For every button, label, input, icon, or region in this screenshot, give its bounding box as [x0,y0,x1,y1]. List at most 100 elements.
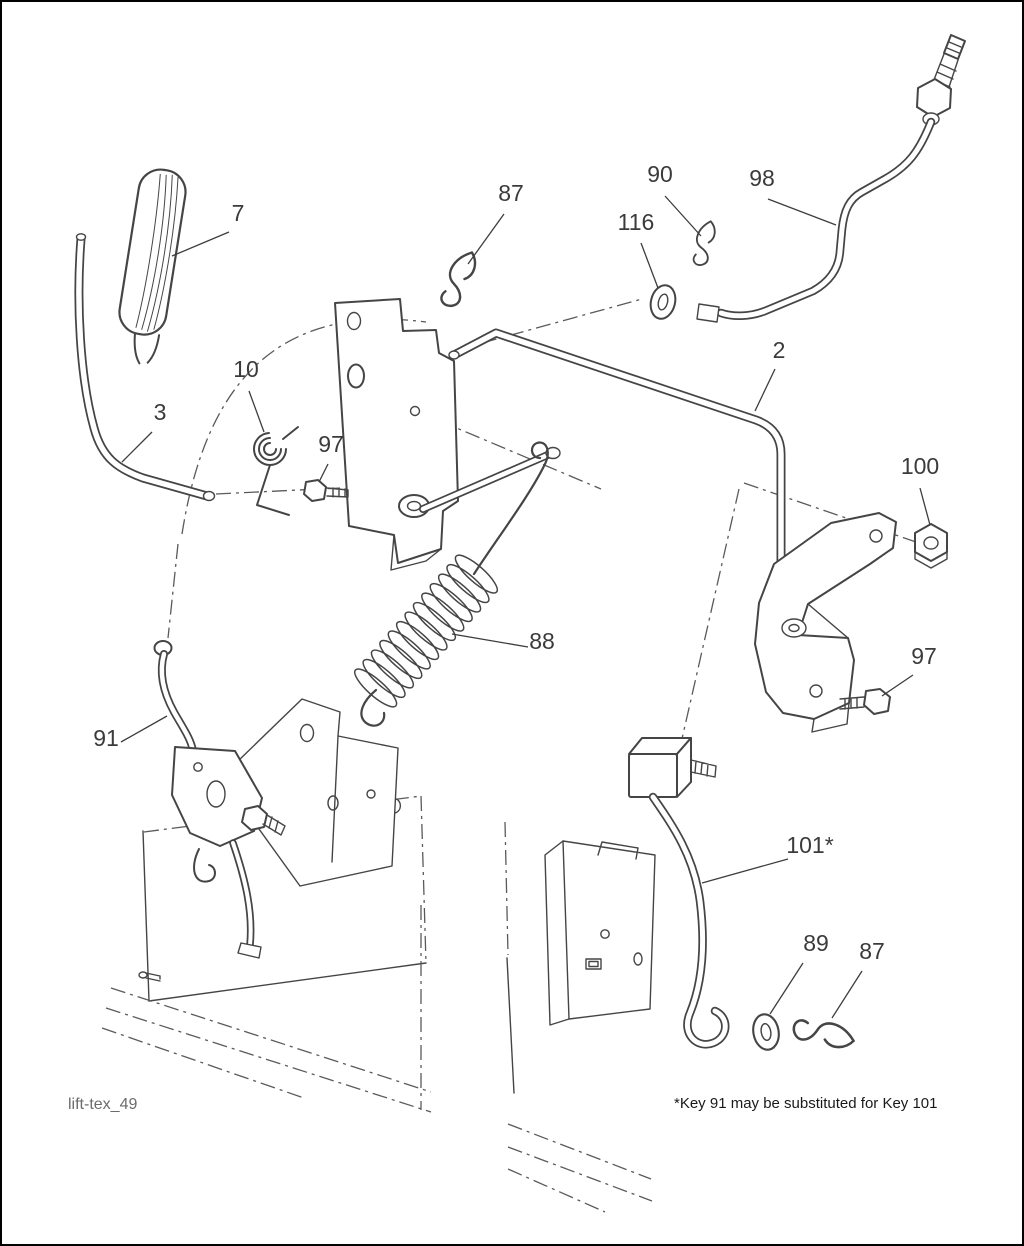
bolt97b-shank [839,696,865,710]
callout-97-right: 97 [911,643,937,669]
torsion-leg-short [282,426,299,440]
bolt-97-left [303,479,349,502]
lift-arm-tab [811,702,850,733]
callout-87-bottom: 87 [859,938,885,964]
leader-3 [121,431,153,463]
lever91-slot [206,780,226,808]
deck-edge-line-2 [105,1007,432,1113]
rod3-fill [76,236,210,499]
bracket-hole-1 [299,723,315,743]
lift-arm-fold [807,603,849,639]
spring-coil [387,630,431,670]
upper-bracket-hole-small [409,405,421,417]
lever91-bolt-shank [262,814,286,836]
deck-right-edge-2 [507,1146,653,1202]
lever91-rod-fill [159,651,196,754]
lift-arm-hole-top [869,529,883,543]
deck-right-hole-1 [600,929,610,939]
rod2-outline [449,328,786,655]
callout-10: 10 [233,356,259,382]
crank-arm-end [545,446,561,460]
lift-rod-98 [696,34,966,323]
bracket-hole-2 [327,795,339,811]
switch-stud [690,759,717,778]
upper-bracket-slot [347,363,365,389]
torsion-coil [253,432,287,466]
phantom-rod3-axis [215,487,341,495]
leader-90 [664,195,702,237]
bracket-fold-line [331,735,339,863]
deck-right-phantom-top [504,821,509,956]
callout-98: 98 [749,165,775,191]
deck-right-hole-2 [633,952,643,966]
deck-edge-line-1 [110,987,432,1093]
phantom-switch-axis [678,488,740,753]
bracket-plate [236,698,399,887]
leader-101 [701,858,789,884]
leader-87-bottom [831,970,863,1019]
grip-body [118,168,187,336]
lift-arm-pivot-hole [788,623,800,633]
spring-coil [421,592,465,632]
upper-bracket-plate [334,298,459,564]
phantom-lever-axis [167,543,179,639]
rod98-end-sleeve [696,303,720,323]
deck-right [504,821,656,1213]
deck-right-left-edge [506,957,515,1094]
leader-97-left [318,463,329,483]
deck-right-flange [544,840,570,1026]
spring-coil [395,620,440,661]
clip-90-icon [691,218,718,268]
leader-116 [640,242,659,289]
rod98-threaded-section [929,53,959,97]
upper-bracket-assembly [334,298,561,571]
callout-87-top: 87 [498,180,524,206]
lever91-bolt-head [241,805,268,831]
nut-hex [914,523,948,562]
deck-right-tab [597,841,639,860]
lever91-plate [171,746,263,847]
nut-100 [914,523,948,569]
lift-arm-plate [754,512,897,720]
callout-7: 7 [232,200,245,226]
spring-top-hook [472,441,549,576]
callout-91: 91 [93,725,119,751]
callout-100: 100 [901,453,939,479]
fastener-shank [145,972,161,982]
lever-91 [153,640,286,959]
leader-97-right [881,674,914,697]
leader-100 [919,487,931,526]
spring-coil [429,582,473,623]
rod3-tip [202,490,216,502]
spring-coil [446,563,490,604]
callout-97-left: 97 [318,431,344,457]
lever91-arm-fill [231,841,253,947]
fastener-head [138,971,148,979]
rod2-end-cap [448,350,460,360]
rod3-top-opening [75,233,87,241]
leader-91 [120,715,168,743]
lift-arm-pivot [781,618,807,638]
spring-coil [454,554,499,594]
leader-10 [248,390,265,433]
leader-7 [171,231,230,257]
leader-89 [769,962,804,1015]
grip-7 [118,168,187,365]
bolt97a-head [303,479,327,502]
washer-89-icon [749,1011,783,1053]
clip-87-bottom-icon [791,1018,857,1050]
crank-arm-fill [420,451,553,512]
spring-coil [370,649,415,689]
spring-coil [379,639,423,680]
rod98-fill [718,119,934,319]
deck-edge-line-3 [101,1027,305,1099]
spring-coil [404,611,448,651]
switch-body-side [676,737,692,798]
deck-right-bracket [562,840,656,1020]
rod2-fill [451,330,784,653]
lever-rod-3 [74,233,216,502]
callout-116: 116 [618,209,655,235]
rod98-hex [916,78,952,118]
rod98-tip-threads [946,41,962,54]
